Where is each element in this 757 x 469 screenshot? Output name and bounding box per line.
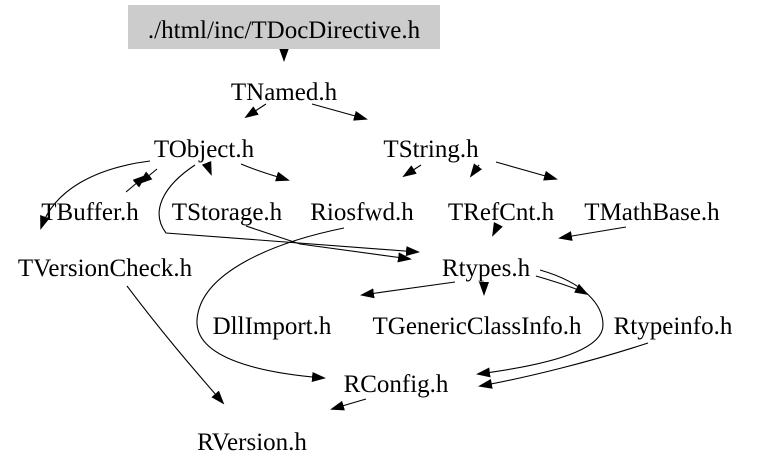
node-tobject[interactable]: TObject.h: [154, 136, 255, 163]
edge-tstring-tmathbase: [495, 161, 558, 181]
root-node-box: [128, 5, 440, 49]
node-tnamed[interactable]: TNamed.h: [231, 79, 338, 106]
edge-tobject-tbuffer: [138, 168, 158, 185]
node-dllimport[interactable]: DllImport.h: [213, 313, 332, 340]
node-tmathbase[interactable]: TMathBase.h: [584, 199, 720, 226]
edge-tnamed-tstring: [311, 103, 368, 121]
node-tversioncheck[interactable]: TVersionCheck.h: [18, 255, 193, 282]
node-tgenericclassinfo[interactable]: TGenericClassInfo.h: [373, 313, 582, 340]
edge-tbuffer-tobject: [125, 174, 147, 193]
edge-tstring-trefcnt: [469, 163, 483, 178]
edge-riosfwd-rconfig: [196, 227, 345, 383]
node-rversion[interactable]: RVersion.h: [197, 429, 307, 456]
node-rconfig[interactable]: RConfig.h: [344, 371, 449, 398]
edge-rtypes-rtypeinfo: [535, 275, 589, 295]
edge-rconfig-rversion: [330, 398, 367, 411]
edge-tobject-rtypes: [158, 164, 420, 257]
node-tstring[interactable]: TString.h: [383, 136, 479, 163]
edge-tobject-tstorage: [201, 161, 212, 176]
node-tstorage[interactable]: TStorage.h: [172, 199, 283, 226]
edge-trefcnt-rtypes: [492, 222, 503, 237]
edge-tobject-riosfwd: [240, 163, 290, 182]
edge-tnamed-tobject: [244, 103, 267, 119]
node-rtypeinfo[interactable]: Rtypeinfo.h: [614, 313, 733, 340]
node-trefcnt[interactable]: TRefCnt.h: [448, 199, 555, 226]
edge-tmathbase-rtypes: [558, 226, 627, 241]
node-rtypes[interactable]: Rtypes.h: [442, 255, 531, 282]
edge-tobject-tversioncheck: [40, 160, 151, 230]
node-tbuffer[interactable]: TBuffer.h: [41, 199, 139, 226]
edge-tstring-riosfwd: [402, 164, 422, 178]
edge-rtypes-rconfig: [476, 269, 604, 378]
node-tdocdirective: ./html/inc/TDocDirective.h: [148, 17, 421, 44]
edge-rtypeinfo-rconfig: [478, 342, 649, 389]
edge-tversioncheck-rversion: [126, 285, 225, 405]
edge-tstorage-rtypes: [245, 225, 412, 263]
node-riosfwd[interactable]: Riosfwd.h: [310, 199, 414, 226]
edge-rtypes-dllimport: [360, 281, 456, 299]
